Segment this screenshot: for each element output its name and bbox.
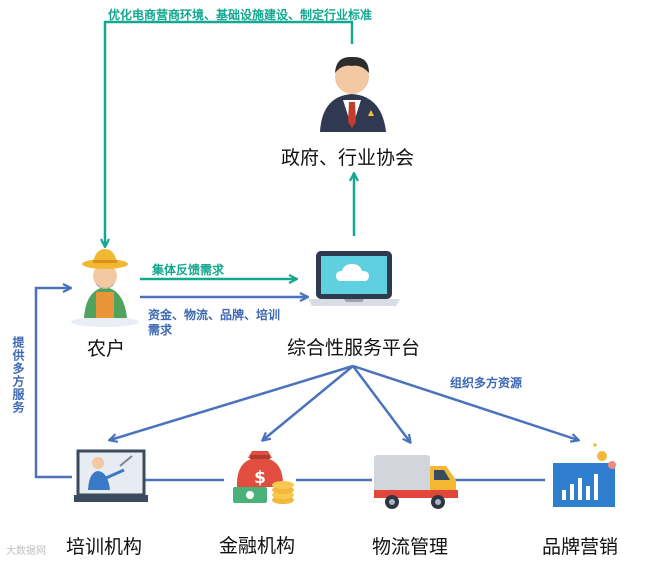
node-platform: 综合性服务平台 <box>287 337 421 359</box>
laptop-cloud-icon <box>308 251 400 306</box>
arrow-government-to-farmer <box>105 20 354 246</box>
chart-board-icon <box>553 443 616 507</box>
label-needs-line2: 需求 <box>148 323 173 337</box>
svg-text:$: $ <box>254 468 266 488</box>
label-top-loop: 优化电商营商环境、基础设施建设、制定行业标准 <box>108 8 373 22</box>
arrow-services-to-farmer <box>34 288 72 479</box>
arrow-platform-to-finance <box>263 365 354 440</box>
arrow-platform-to-logistics <box>352 365 410 442</box>
watermark: 大数据网 <box>6 546 46 557</box>
node-farmer: 农户 <box>87 338 126 360</box>
node-training: 培训机构 <box>66 536 143 558</box>
truck-icon <box>374 455 458 509</box>
arrow-platform-to-brand <box>352 364 578 440</box>
arrow-platform-to-training <box>110 364 354 440</box>
label-organize: 组织多方资源 <box>450 376 523 390</box>
node-finance: 金融机构 <box>219 535 296 557</box>
label-services: 提供多方服务 <box>11 336 25 414</box>
node-brand: 品牌营销 <box>542 536 619 558</box>
teacher-board-icon <box>74 449 148 502</box>
node-government: 政府、行业协会 <box>281 147 415 169</box>
node-logistics: 物流管理 <box>372 536 449 558</box>
government-official-icon <box>320 56 386 132</box>
farmer-icon <box>71 249 139 327</box>
label-feedback: 集体反馈需求 <box>152 263 225 277</box>
money-bag-icon: $ <box>233 451 294 504</box>
label-needs-line1: 资金、物流、品牌、培训 <box>148 308 281 322</box>
